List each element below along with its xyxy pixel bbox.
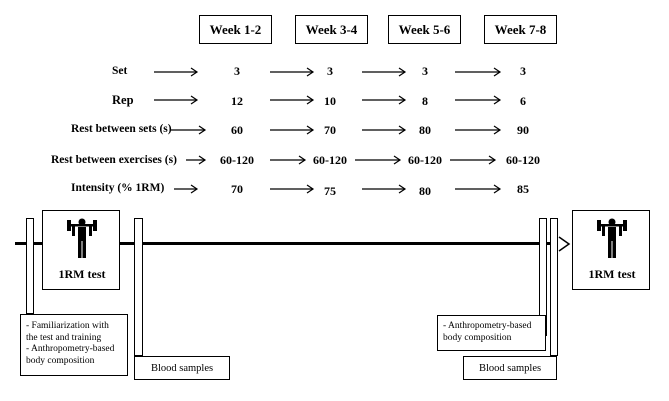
week-header-4: Week 7-8 (484, 15, 557, 44)
rest-ex-week-1-2: 60-120 (220, 153, 254, 167)
set-week-3-4: 3 (327, 64, 333, 78)
week-header-3: Week 5-6 (388, 15, 461, 44)
rest-sets-week-1-2: 60 (231, 123, 243, 137)
row-arrow-icon (171, 125, 207, 135)
intensity-week-1-2: 70 (231, 182, 243, 196)
rest-sets-week-5-6: 80 (419, 123, 431, 137)
intensity-week-7-8: 85 (517, 182, 529, 196)
timeline-line (15, 242, 555, 245)
row-arrow-icon (270, 155, 307, 165)
intensity-week-5-6: 80 (419, 184, 431, 198)
row-arrow-icon (270, 67, 315, 77)
weightlifter-icon (597, 218, 627, 258)
row-arrow-icon (154, 67, 199, 77)
row-arrow-icon (270, 184, 315, 194)
rest-ex-week-7-8: 60-120 (506, 153, 540, 167)
row-arrow-icon (270, 95, 315, 105)
rep-week-1-2: 12 (231, 94, 243, 108)
blood-samples-right: Blood samples (463, 356, 557, 380)
note-left-line-1: - Familiarization with (26, 321, 109, 331)
row-arrow-icon (362, 67, 407, 77)
timeline-marker-start-a (26, 218, 34, 314)
week-header-1: Week 1-2 (199, 15, 272, 44)
test-label-right: 1RM test (588, 267, 636, 281)
rest-ex-week-3-4: 60-120 (313, 153, 347, 167)
row-arrow-icon (455, 67, 502, 77)
row-label-set: Set (112, 65, 128, 77)
test-box-left: 1RM test (42, 210, 120, 290)
row-label-rep: Rep (112, 93, 134, 107)
set-week-5-6: 3 (422, 64, 428, 78)
test-label-left: 1RM test (58, 267, 106, 281)
row-arrow-icon (362, 125, 407, 135)
row-label-intensity: Intensity (% 1RM) (71, 182, 165, 194)
set-week-1-2: 3 (234, 64, 240, 78)
test-box-right: 1RM test (572, 210, 650, 290)
row-arrow-icon (450, 155, 497, 165)
rest-sets-week-7-8: 90 (517, 123, 529, 137)
note-box-left: - Familiarization with the test and trai… (20, 314, 128, 376)
note-box-right: - Anthropometry-based body composition (437, 315, 546, 351)
row-arrow-icon (455, 125, 502, 135)
row-arrow-icon (186, 155, 207, 165)
intensity-week-3-4: 75 (324, 184, 336, 198)
row-arrow-icon (174, 184, 199, 194)
row-arrow-icon (455, 95, 502, 105)
row-arrow-icon (362, 184, 407, 194)
note-right-line-1: - Anthropometry-based (443, 321, 532, 331)
week-header-2: Week 3-4 (295, 15, 368, 44)
note-left-line-2: the test and training (26, 332, 102, 343)
weightlifter-icon (67, 218, 97, 258)
rest-sets-week-3-4: 70 (324, 123, 336, 137)
timeline-arrowhead-icon (558, 236, 571, 252)
rep-week-3-4: 10 (324, 94, 336, 108)
note-right-line-2: body composition (443, 332, 512, 343)
timeline-marker-start-b (134, 218, 143, 356)
row-arrow-icon (362, 95, 407, 105)
rest-ex-week-5-6: 60-120 (408, 153, 442, 167)
blood-samples-left: Blood samples (134, 356, 230, 380)
timeline-marker-end-b (550, 218, 558, 356)
row-arrow-icon (455, 184, 502, 194)
row-label-rest-exercises: Rest between exercises (s) (51, 154, 177, 166)
note-left-line-3: - Anthropometry-based (26, 344, 115, 354)
row-arrow-icon (270, 125, 315, 135)
row-arrow-icon (154, 95, 199, 105)
set-week-7-8: 3 (520, 64, 526, 78)
rep-week-5-6: 8 (422, 94, 428, 108)
rep-week-7-8: 6 (520, 94, 526, 108)
note-left-line-4: body composition (26, 355, 95, 366)
row-label-rest-sets: Rest between sets (s) (71, 123, 172, 135)
row-arrow-icon (355, 155, 402, 165)
